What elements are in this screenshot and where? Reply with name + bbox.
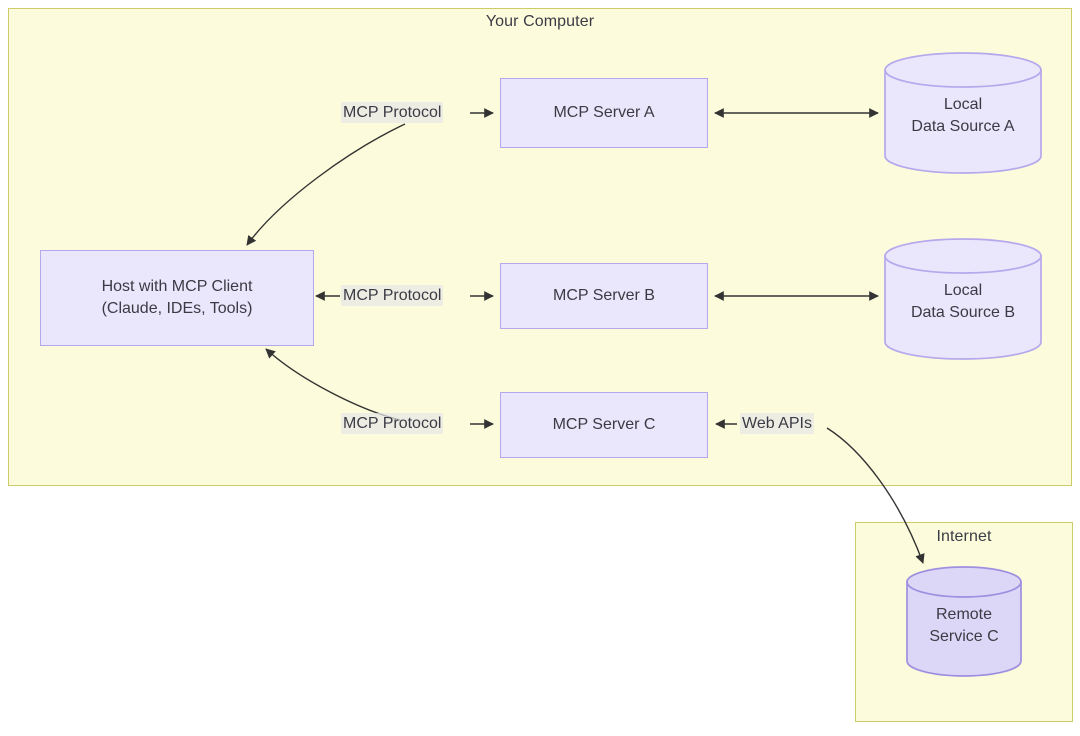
node-mcp-server-c[interactable]: MCP Server C [500,392,708,458]
group-internet [855,522,1073,722]
node-host-with-mcp-client[interactable]: Host with MCP Client (Claude, IDEs, Tool… [40,250,314,346]
node-local-data-source-b[interactable]: Local Data Source B [884,238,1042,360]
node-host-label: Host with MCP Client (Claude, IDEs, Tool… [101,278,253,317]
edge-label-mcp-protocol-a: MCP Protocol [341,102,444,124]
node-mcp-server-b[interactable]: MCP Server B [500,263,708,329]
edge-label-web-apis: Web APIs [740,413,814,435]
node-mcp-server-a-label: MCP Server A [553,104,655,122]
node-mcp-server-b-label: MCP Server B [553,287,655,305]
node-mcp-server-a[interactable]: MCP Server A [500,78,708,148]
group-internet-label: Internet [936,528,992,545]
edge-label-mcp-protocol-b: MCP Protocol [341,285,444,307]
node-remote-service-c[interactable]: Remote Service C [906,566,1022,678]
edge-label-mcp-protocol-c: MCP Protocol [341,413,444,435]
edge-server-c-remote-c-curve [826,427,925,564]
node-local-data-source-a[interactable]: Local Data Source A [884,52,1042,174]
group-your-computer-label: Your Computer [485,13,595,30]
edge-host-server-a-curve [246,123,406,246]
edge-host-server-c-curve [265,348,401,421]
node-mcp-server-c-label: MCP Server C [552,416,656,434]
